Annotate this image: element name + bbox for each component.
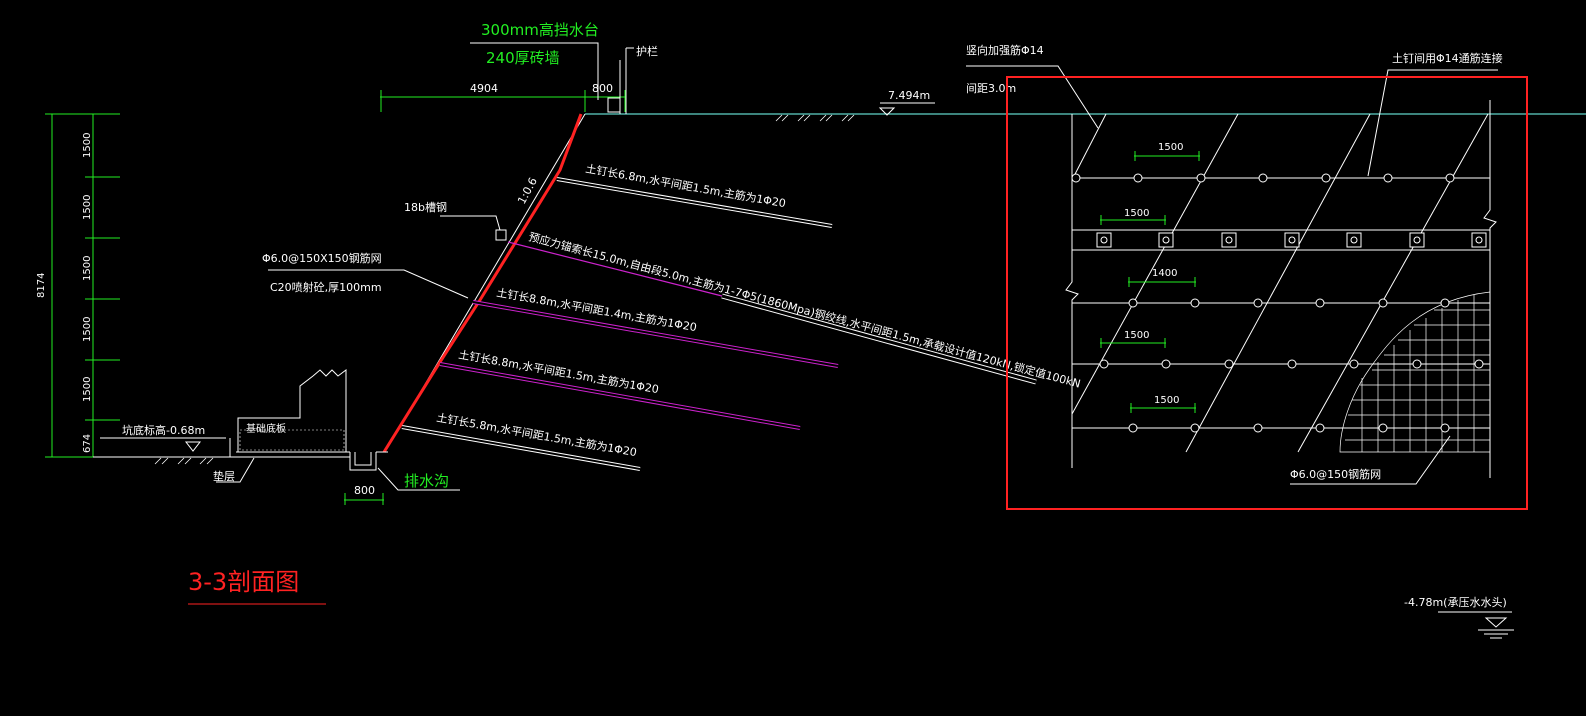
cushion-label: 垫层 [213, 469, 235, 483]
shotcrete-label: C20喷射砼,厚100mm [270, 280, 382, 294]
slope-ratio-label: 1:0.6 [515, 175, 540, 206]
ground-hatch-bottom [154, 457, 214, 465]
cushion-leader [216, 457, 255, 483]
ground-elevation-label: 7.494m [888, 89, 930, 102]
highlight-box [1006, 76, 1528, 510]
vdim-2: 1500 [82, 195, 93, 220]
parapet-height-label: 300mm高挡水台 [481, 21, 599, 39]
brick-wall-label: 240厚砖墙 [486, 49, 560, 67]
vertical-dimension-chain [45, 113, 120, 458]
anchor-heads [1096, 232, 1487, 248]
parapet-leader [470, 42, 599, 100]
soil-nail-3: 土钉长8.8m,水平间距1.5m,主筋为1Φ20 [439, 347, 801, 430]
section-title: 3-3剖面图 [188, 568, 299, 596]
pit-bottom [93, 437, 350, 458]
vdim-5: 1500 [82, 377, 93, 402]
ground-hatch-top [775, 114, 855, 122]
detail-panel: 1500 1500 1400 1500 1500 竖向加强筋Φ14 间距3.0m… [966, 43, 1503, 485]
dim-top-left-label: 4904 [470, 82, 498, 95]
soil-nail-4: 土钉长5.8m,水平间距1.5m,主筋为1Φ20 [401, 410, 641, 471]
vdim-3: 1500 [82, 256, 93, 281]
parapet-structure [607, 47, 634, 114]
shotcrete-layer [382, 113, 583, 453]
dim-top-right-label: 800 [592, 82, 613, 95]
top-dimension [380, 90, 626, 112]
vdim-4: 1500 [82, 317, 93, 342]
mesh-label: Φ6.0@150X150钢筋网 [262, 251, 382, 265]
detail-dim-3: 1400 [1152, 268, 1177, 279]
detail-dim-5: 1500 [1154, 395, 1179, 406]
mesh-leader [268, 269, 469, 299]
vdim-1: 1500 [82, 133, 93, 158]
nail-connection-label: 土钉间用Φ14通筋连接 [1392, 51, 1503, 65]
total-height-label: 8174 [36, 273, 47, 298]
beam-detail [440, 215, 507, 241]
ground-elevation-marker: 7.494m [878, 89, 935, 116]
detail-dim-2: 1500 [1124, 208, 1149, 219]
foundation-slab [239, 429, 345, 451]
guardrail-label: 护栏 [636, 44, 658, 58]
drain-width-label: 800 [354, 484, 375, 497]
mesh-area [1339, 291, 1491, 453]
detail-mesh-label: Φ6.0@150钢筋网 [1290, 467, 1381, 481]
retaining-wall [236, 369, 350, 453]
drain-ditch [349, 451, 388, 471]
soil-nail-1: 土钉长6.8m,水平间距1.5m,主筋为1Φ20 [556, 161, 833, 228]
pit-bottom-label: 坑底标高-0.68m [122, 423, 205, 437]
vdim-6: 674 [82, 434, 93, 453]
detail-dim-1: 1500 [1158, 142, 1183, 153]
nail-heads [1071, 173, 1484, 433]
beam-label: 18b槽钢 [404, 201, 447, 214]
vertical-bar-label: 竖向加强筋Φ14 [966, 43, 1044, 57]
drain-label: 排水沟 [404, 472, 449, 490]
water-level-label: -4.78m(承压水水头) [1404, 596, 1507, 609]
detail-dim-4: 1500 [1124, 330, 1149, 341]
drain-dimension [344, 493, 384, 505]
water-level-marker [1438, 611, 1514, 639]
foundation-label: 基础底板 [246, 422, 286, 435]
spacing-label: 间距3.0m [966, 82, 1016, 95]
drain-leader [377, 467, 460, 491]
